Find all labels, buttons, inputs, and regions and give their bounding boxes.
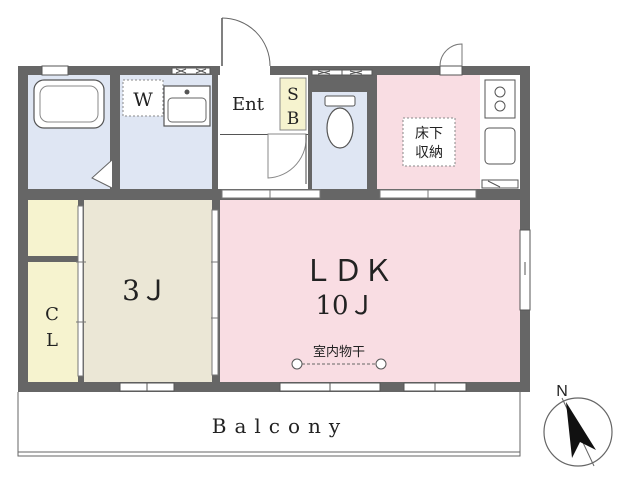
japanese-room-floor [84, 200, 212, 382]
balcony-floor [18, 392, 520, 454]
label-shoe-box-s: S [287, 85, 299, 105]
closet-upper-floor [28, 200, 78, 256]
toilet-tank [324, 95, 356, 107]
closet-lower-floor [28, 262, 78, 382]
label-closet-c: C [45, 304, 59, 325]
window-marks [175, 68, 363, 75]
outer-walls [18, 66, 530, 392]
compass-arrow-icon [566, 402, 596, 458]
label-underfloor-1: 床下 [415, 126, 443, 142]
label-underfloor-2: 収納 [415, 145, 443, 161]
balcony-railing [17, 451, 521, 457]
label-closet-l: L [46, 330, 58, 351]
entrance-door-swing [221, 17, 271, 67]
kitchen-sink [484, 127, 516, 165]
ldk-floor [220, 200, 520, 382]
shoe-box [279, 77, 307, 131]
entrance-step [220, 134, 308, 135]
windows-bottom [119, 382, 467, 392]
toilet-bowl [326, 107, 354, 149]
bath-door-swing [91, 159, 113, 189]
underfloor-storage-hatch [402, 117, 456, 167]
entrance-door-opening [220, 66, 270, 75]
label-entrance: Ent [232, 94, 265, 115]
label-balcony: Balcony [212, 414, 348, 438]
compass-label: N [556, 383, 568, 400]
stove [484, 79, 516, 119]
window-frames-bottom [146, 383, 436, 391]
label-room: 3Ｊ [122, 274, 168, 307]
bathtub [33, 79, 105, 129]
label-drying-space: 室内物干 [313, 344, 365, 360]
label-shoe-box-b: B [287, 109, 300, 129]
kitchen-door-swing [439, 43, 463, 67]
label-washroom: W [133, 89, 153, 111]
washer-space [122, 79, 164, 117]
compass: N [543, 383, 613, 467]
label-ldk: ＬＤＫ [303, 254, 393, 289]
label-ldk-size: 10Ｊ [315, 291, 374, 321]
